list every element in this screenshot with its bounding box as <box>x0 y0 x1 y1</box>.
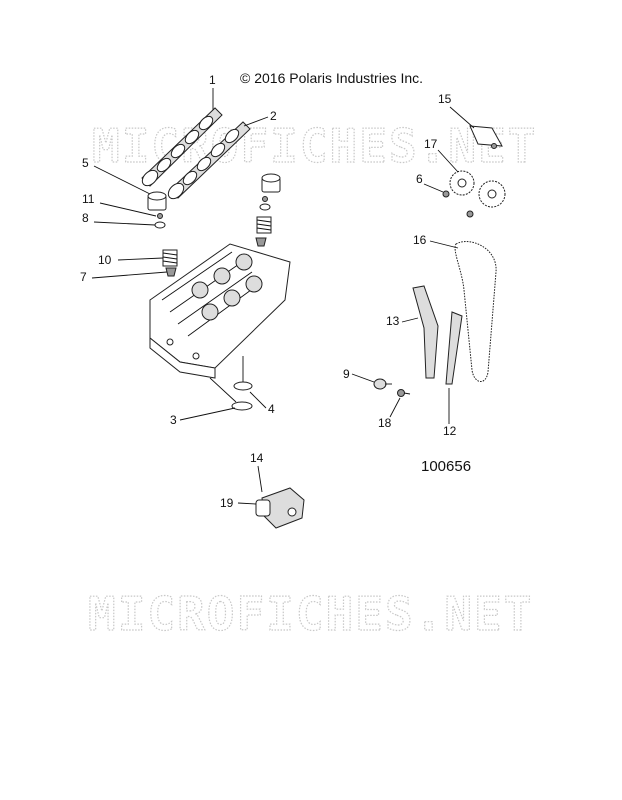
callout-13: 13 <box>386 314 400 328</box>
valve-bucket-left <box>147 191 167 211</box>
callout-11: 11 <box>82 192 95 206</box>
sprocket-bolt-2 <box>466 210 474 218</box>
callout-8: 8 <box>82 211 89 225</box>
cam-sprocket-left <box>449 170 475 196</box>
valve-exhaust <box>233 356 253 391</box>
callout-16: 16 <box>413 233 427 247</box>
timing-chain <box>454 241 497 382</box>
valve-spring-left <box>162 249 178 267</box>
valve-retainer <box>154 221 166 229</box>
callout-1: 1 <box>209 73 216 87</box>
callout-12: 12 <box>443 424 457 438</box>
callout-2: 2 <box>270 109 277 123</box>
valve-seal-right <box>255 237 267 247</box>
callout-19: 19 <box>220 496 234 510</box>
guide-pivot-bolt <box>373 378 392 390</box>
callout-6: 6 <box>416 172 423 186</box>
camshaft-exhaust <box>167 121 251 200</box>
valve-bucket-right <box>261 173 281 193</box>
callout-9: 9 <box>343 367 350 381</box>
callout-4: 4 <box>268 402 275 416</box>
watermark-bottom: MICROFICHES.NET <box>88 587 533 641</box>
chain-tensioner-guide <box>412 285 439 379</box>
valve-seal-left <box>165 267 177 277</box>
guide-bolt <box>397 389 411 397</box>
sprocket-bolt <box>442 190 450 198</box>
callout-5: 5 <box>82 156 89 170</box>
reference-number: 100656 <box>421 458 471 475</box>
callout-14: 14 <box>250 451 264 465</box>
camshaft-intake <box>141 107 223 187</box>
callout-17: 17 <box>424 137 438 151</box>
valve-intake <box>209 377 253 411</box>
callout-3: 3 <box>170 413 177 427</box>
valve-spring-right <box>256 216 272 234</box>
cylinder-head <box>149 243 291 379</box>
valve-keeper <box>157 213 163 219</box>
callout-10: 10 <box>98 253 112 267</box>
callout-18: 18 <box>378 416 392 430</box>
valve-retainer-right <box>259 203 271 211</box>
cam-sprocket-right <box>478 180 506 208</box>
copyright-text: © 2016 Polaris Industries Inc. <box>240 70 423 86</box>
chain-fixed-guide <box>445 311 463 385</box>
chain-tensioner <box>255 487 305 529</box>
callout-15: 15 <box>438 92 452 106</box>
callout-7: 7 <box>80 270 87 284</box>
chain-guide-bracket <box>469 125 503 147</box>
valve-keeper-right <box>262 196 268 202</box>
